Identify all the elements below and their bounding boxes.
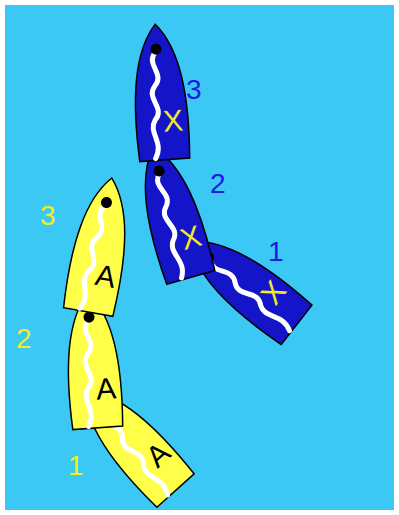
mast	[93, 401, 109, 417]
mast	[100, 196, 113, 209]
hull	[128, 139, 216, 284]
mast	[201, 250, 216, 265]
mast	[152, 164, 166, 178]
hull	[62, 290, 124, 429]
mast	[83, 311, 95, 323]
boat: X	[126, 20, 194, 164]
sail	[79, 204, 106, 310]
sail	[206, 259, 295, 331]
water	[5, 5, 394, 510]
sail	[81, 320, 97, 426]
boat-letter: X	[162, 105, 184, 136]
position-number: 3	[40, 202, 56, 230]
position-number: 2	[210, 170, 226, 198]
hull	[62, 173, 137, 316]
boat-letter: A	[95, 373, 117, 404]
position-number: 2	[16, 325, 32, 353]
hull	[129, 22, 191, 161]
mast	[150, 43, 162, 55]
position-number: 1	[68, 452, 84, 480]
boat-hull	[126, 20, 194, 164]
position-number: 1	[268, 238, 284, 266]
hull	[65, 372, 195, 508]
sail	[148, 52, 164, 158]
hull	[173, 221, 312, 346]
position-number: 3	[186, 76, 202, 104]
